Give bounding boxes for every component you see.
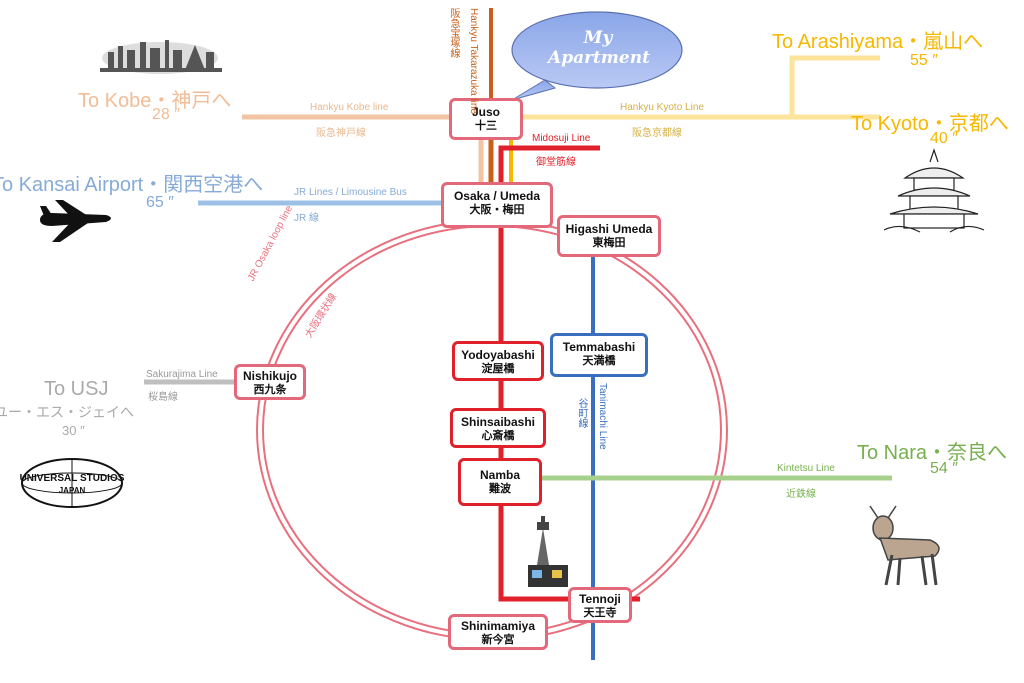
dest-kyoto-time: 40 ″ (930, 130, 958, 147)
hankyu-takarazuka-label-en: Hankyu Takarazuka line (468, 8, 479, 114)
usj-globe-logo: UNIVERSAL STUDIOS JAPAN (20, 458, 125, 508)
kintetsu-label-en: Kintetsu Line (777, 463, 835, 474)
dest-kobe: To Kobe・神戸へ (78, 90, 232, 112)
sakurajima-label-en: Sakurajima Line (146, 369, 218, 380)
station-shinsaibashi[interactable]: Shinsaibashi 心斎橋 (450, 408, 546, 448)
speech-bubble-icon (511, 11, 683, 101)
station-juso-en: Juso (471, 105, 500, 119)
kobe-skyline-icon (100, 40, 222, 74)
station-nishikujo[interactable]: Nishikujo 西九条 (234, 364, 306, 400)
station-shinsaibashi-ja: 心斎橋 (481, 430, 515, 442)
midosuji-label-ja: 御堂筋線 (536, 157, 576, 168)
station-juso[interactable]: Juso 十三 (449, 98, 523, 140)
dest-airport: To Kansai Airport・関西空港へ (0, 174, 264, 196)
station-temmabashi-en: Temmabashi (562, 340, 636, 354)
kintetsu-label-ja: 近鉄線 (786, 489, 816, 500)
station-shinimamiya[interactable]: Shinimamiya 新今宮 (448, 614, 548, 650)
dest-usj-ja: ユー・エス・ジェイへ (0, 404, 134, 420)
dest-arashiyama: To Arashiyama・嵐山へ (772, 31, 984, 53)
station-shinimamiya-ja: 新今宮 (481, 634, 515, 646)
dest-nara-time: 54 ″ (930, 460, 958, 477)
airplane-icon (40, 200, 111, 242)
station-namba-ja: 難波 (489, 483, 511, 495)
dest-airport-time: 65 ″ (146, 194, 174, 211)
hankyu-kobe-label-ja: 阪急神戸線 (316, 128, 366, 139)
hankyu-kyoto-label-ja: 阪急京都線 (632, 128, 682, 139)
dest-usj: To USJ (44, 378, 109, 400)
tanimachi-label-en: Tanimachi Line (597, 383, 608, 450)
midosuji-label-en: Midosuji Line (532, 133, 591, 144)
dest-kobe-time: 28 ″ (152, 106, 180, 123)
station-umeda-ja: 大阪・梅田 (469, 204, 525, 216)
station-temmabashi[interactable]: Temmabashi 天満橋 (550, 333, 648, 377)
hankyu-kobe-label-en: Hankyu Kobe line (310, 102, 389, 113)
station-higashi-umeda[interactable]: Higashi Umeda 東梅田 (557, 215, 661, 257)
deer-icon (869, 505, 940, 586)
station-higashi-umeda-en: Higashi Umeda (565, 222, 653, 236)
station-yodoyabashi[interactable]: Yodoyabashi 淀屋橋 (452, 341, 544, 381)
hankyu-takarazuka-label-ja: 阪急宝塚線 (448, 8, 459, 58)
usj-logo-text-2: JAPAN (59, 486, 86, 495)
kyoto-pagoda-icon (883, 148, 985, 233)
usj-logo-text-1: UNIVERSAL STUDIOS (20, 473, 125, 484)
arashiyama-branch-line (789, 55, 880, 117)
station-umeda[interactable]: Osaka / Umeda 大阪・梅田 (441, 182, 553, 228)
dest-arashiyama-time: 55 ″ (910, 52, 938, 69)
station-higashi-umeda-ja: 東梅田 (592, 237, 626, 249)
station-juso-ja: 十三 (475, 120, 497, 132)
station-shinimamiya-en: Shinimamiya (460, 619, 536, 633)
station-tennoji-ja: 天王寺 (583, 607, 617, 619)
dest-kyoto: To Kyoto・京都へ (851, 113, 1009, 135)
jr-airport-label-ja: JR 線 (294, 213, 319, 224)
apartment-label: My Apartment (548, 28, 650, 68)
tsutenkaku-tower-icon (528, 516, 568, 587)
station-umeda-en: Osaka / Umeda (453, 189, 541, 203)
station-yodoyabashi-ja: 淀屋橋 (481, 363, 515, 375)
dest-usj-time: 30 ″ (62, 423, 85, 438)
jr-airport-label-en: JR Lines / Limousine Bus (294, 187, 407, 198)
station-yodoyabashi-en: Yodoyabashi (461, 348, 535, 362)
hankyu-kyoto-label-en: Hankyu Kyoto Line (620, 102, 704, 113)
dest-nara: To Nara・奈良へ (857, 442, 1008, 464)
station-namba[interactable]: Namba 難波 (458, 458, 542, 506)
station-nishikujo-en: Nishikujo (242, 369, 297, 383)
station-tennoji-en: Tennoji (579, 592, 621, 606)
station-temmabashi-ja: 天満橋 (582, 355, 616, 367)
station-namba-en: Namba (479, 468, 520, 482)
tanimachi-label-ja: 谷町線 (576, 398, 587, 428)
station-nishikujo-ja: 西九条 (253, 384, 287, 396)
sakurajima-label-ja: 桜島線 (148, 392, 178, 403)
station-shinsaibashi-en: Shinsaibashi (460, 415, 536, 429)
station-tennoji[interactable]: Tennoji 天王寺 (568, 587, 632, 623)
